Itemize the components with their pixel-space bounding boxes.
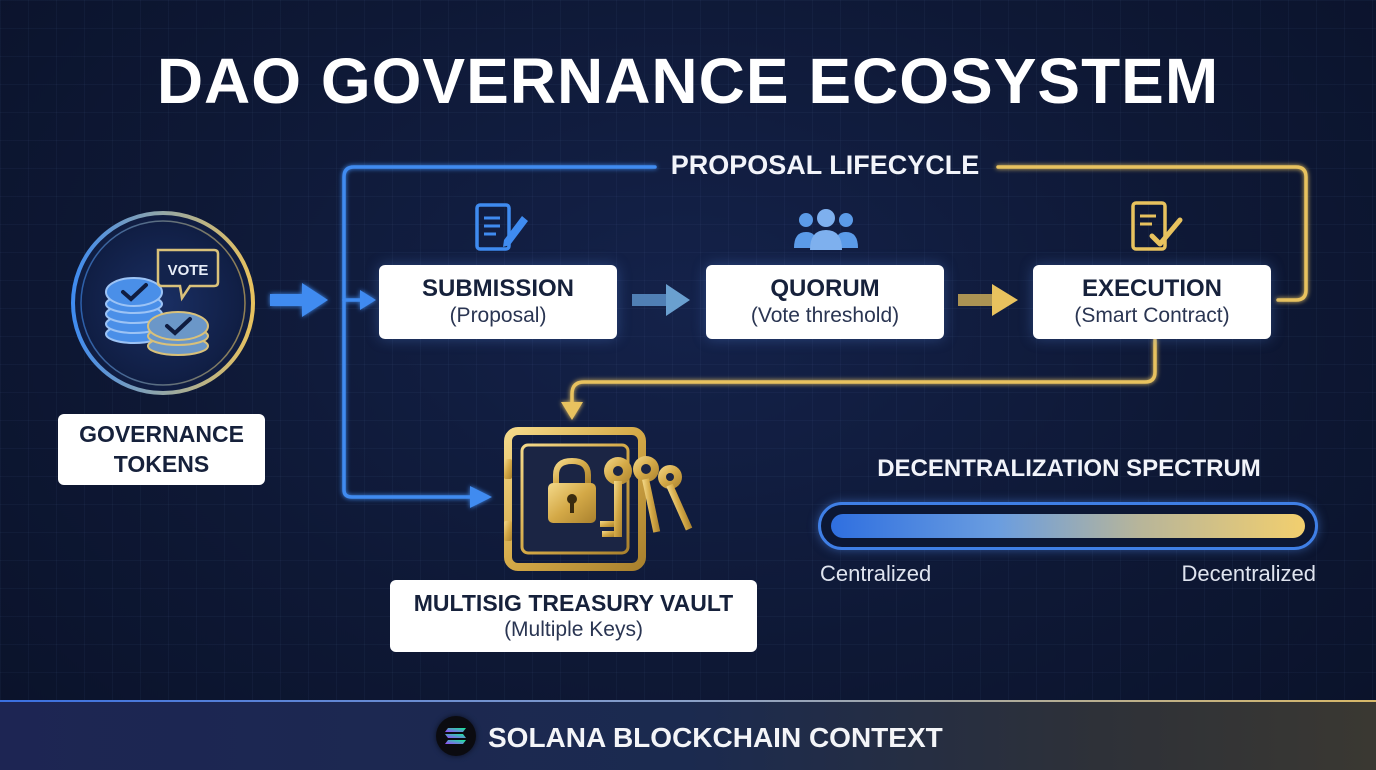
return-line: [570, 338, 1157, 407]
vault-subtitle: (Multiple Keys): [504, 618, 643, 641]
stage-title: EXECUTION: [1081, 275, 1222, 302]
stage-arrow-1-shaft: [632, 294, 668, 306]
footer-bar: SOLANA BLOCKCHAIN CONTEXT: [0, 700, 1376, 770]
coin-stack-icon: VOTE: [71, 211, 255, 395]
stage-arrow-1-head: [666, 284, 690, 316]
vault-keys-icon: [504, 427, 693, 571]
spectrum-fill: [831, 514, 1305, 538]
stage-submission: SUBMISSION (Proposal): [379, 265, 617, 339]
vote-bubble-text: VOTE: [168, 262, 209, 279]
stage-title: SUBMISSION: [421, 275, 574, 302]
vault-title: MULTISIG TREASURY VAULT: [413, 590, 734, 616]
people-group-icon: [794, 209, 858, 250]
stage-arrow-2-head: [992, 284, 1018, 316]
document-edit-icon: [475, 203, 528, 251]
lifecycle-label: PROPOSAL LIFECYCLE: [670, 150, 980, 180]
page-title: DAO GOVERNANCE ECOSYSTEM: [156, 45, 1220, 117]
tokens-label-line1: GOVERNANCE: [79, 421, 244, 447]
stage-arrow-2-shaft: [958, 294, 994, 306]
tokens-label-line2: TOKENS: [113, 451, 210, 477]
stage-subtitle: (Proposal): [449, 304, 547, 327]
token-arrow-shaft: [270, 294, 304, 306]
document-check-icon: [1131, 201, 1183, 251]
vault-label: MULTISIG TREASURY VAULT (Multiple Keys): [390, 580, 757, 652]
lifecycle-loop-right: [996, 165, 1308, 302]
footer-text: SOLANA BLOCKCHAIN CONTEXT: [488, 722, 943, 753]
stage-title: QUORUM: [770, 275, 880, 302]
stage-quorum: QUORUM (Vote threshold): [706, 265, 944, 339]
spectrum-track: [818, 502, 1318, 550]
governance-tokens-label: GOVERNANCE TOKENS: [58, 414, 265, 485]
feed-arrowhead: [360, 290, 376, 310]
spectrum-right-label: Decentralized: [1181, 561, 1316, 586]
token-arrow-head: [302, 283, 328, 317]
return-arrowhead: [561, 402, 583, 420]
lifecycle-loop-left: [342, 165, 657, 499]
stage-subtitle: (Smart Contract): [1074, 304, 1230, 327]
solana-logo-icon: [436, 716, 476, 756]
spectrum-left-label: Centralized: [820, 561, 932, 586]
spectrum-title: DECENTRALIZATION SPECTRUM: [877, 455, 1261, 482]
stage-execution: EXECUTION (Smart Contract): [1033, 265, 1271, 339]
vault-arrowhead: [470, 486, 492, 508]
stage-subtitle: (Vote threshold): [750, 304, 900, 327]
